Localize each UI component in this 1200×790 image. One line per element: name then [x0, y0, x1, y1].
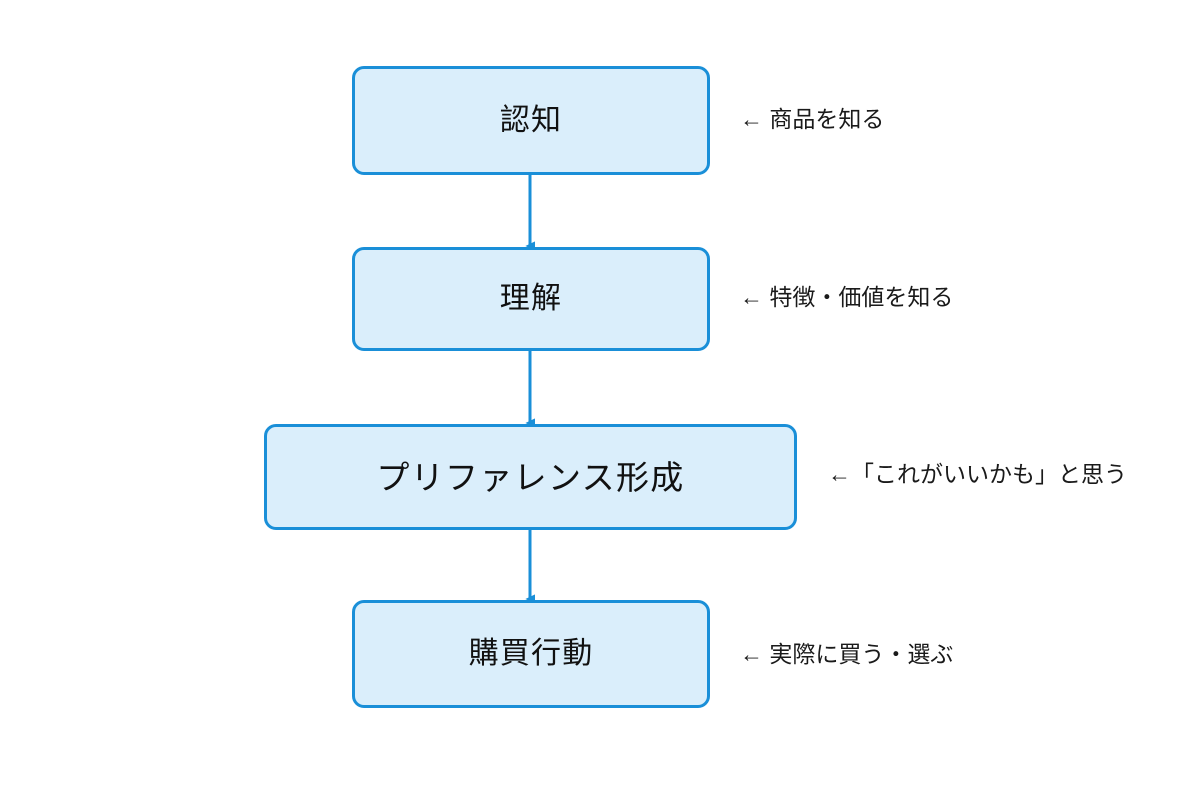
- flow-node-label: プリファレンス形成: [376, 458, 685, 496]
- flow-node-label: 認知: [499, 103, 563, 137]
- flow-node-understanding[interactable]: 理解: [352, 247, 710, 351]
- flow-node-awareness[interactable]: 認知: [352, 66, 710, 175]
- flow-node-annotation-preference-formation: ←「これがいいかも」と思う: [828, 461, 1127, 487]
- flow-node-preference-formation[interactable]: プリファレンス形成: [264, 424, 797, 530]
- flow-node-purchase-behavior[interactable]: 購買行動: [352, 600, 710, 708]
- flow-node-label: 購買行動: [468, 637, 594, 670]
- flow-node-annotation-awareness: ← 商品を知る: [740, 106, 885, 132]
- flow-node-annotation-understanding: ← 特徴・価値を知る: [740, 284, 954, 310]
- flow-node-label: 理解: [499, 282, 563, 315]
- flow-node-annotation-purchase-behavior: ← 実際に買う・選ぶ: [740, 641, 954, 667]
